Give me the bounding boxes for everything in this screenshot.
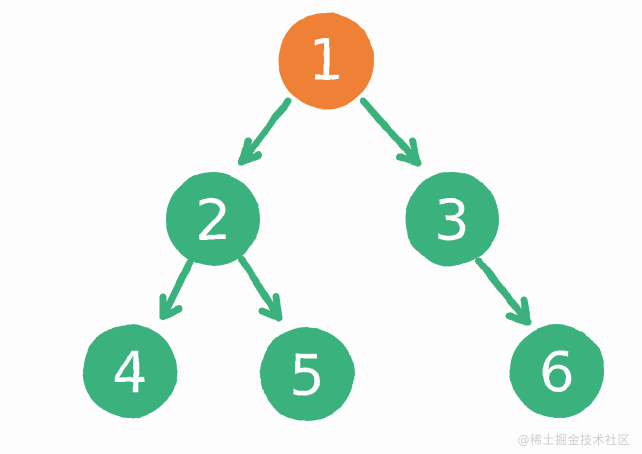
tree-node-3-label: 3 bbox=[434, 189, 470, 254]
edge-3-to-6 bbox=[475, 257, 532, 326]
edge-2-to-4 bbox=[159, 258, 194, 321]
tree-node-6-label: 6 bbox=[539, 341, 575, 406]
tree-node-4[interactable] bbox=[83, 324, 177, 418]
tree-node-1-label: 1 bbox=[308, 29, 344, 94]
tree-node-5[interactable] bbox=[260, 327, 354, 421]
edge-1-to-3 bbox=[359, 97, 422, 167]
tree-node-3[interactable] bbox=[405, 172, 499, 266]
tree-node-2[interactable] bbox=[166, 172, 260, 266]
edge-2-to-5 bbox=[238, 255, 283, 322]
edge-1-to-2 bbox=[238, 97, 292, 166]
tree-node-2-label: 2 bbox=[195, 189, 231, 254]
tree-node-6[interactable] bbox=[510, 324, 604, 418]
tree-node-5-label: 5 bbox=[289, 344, 325, 409]
tree-node-4-label: 4 bbox=[112, 341, 148, 406]
tree-node-1[interactable] bbox=[278, 13, 374, 109]
watermark-text: @稀土掘金技术社区 bbox=[517, 433, 630, 447]
